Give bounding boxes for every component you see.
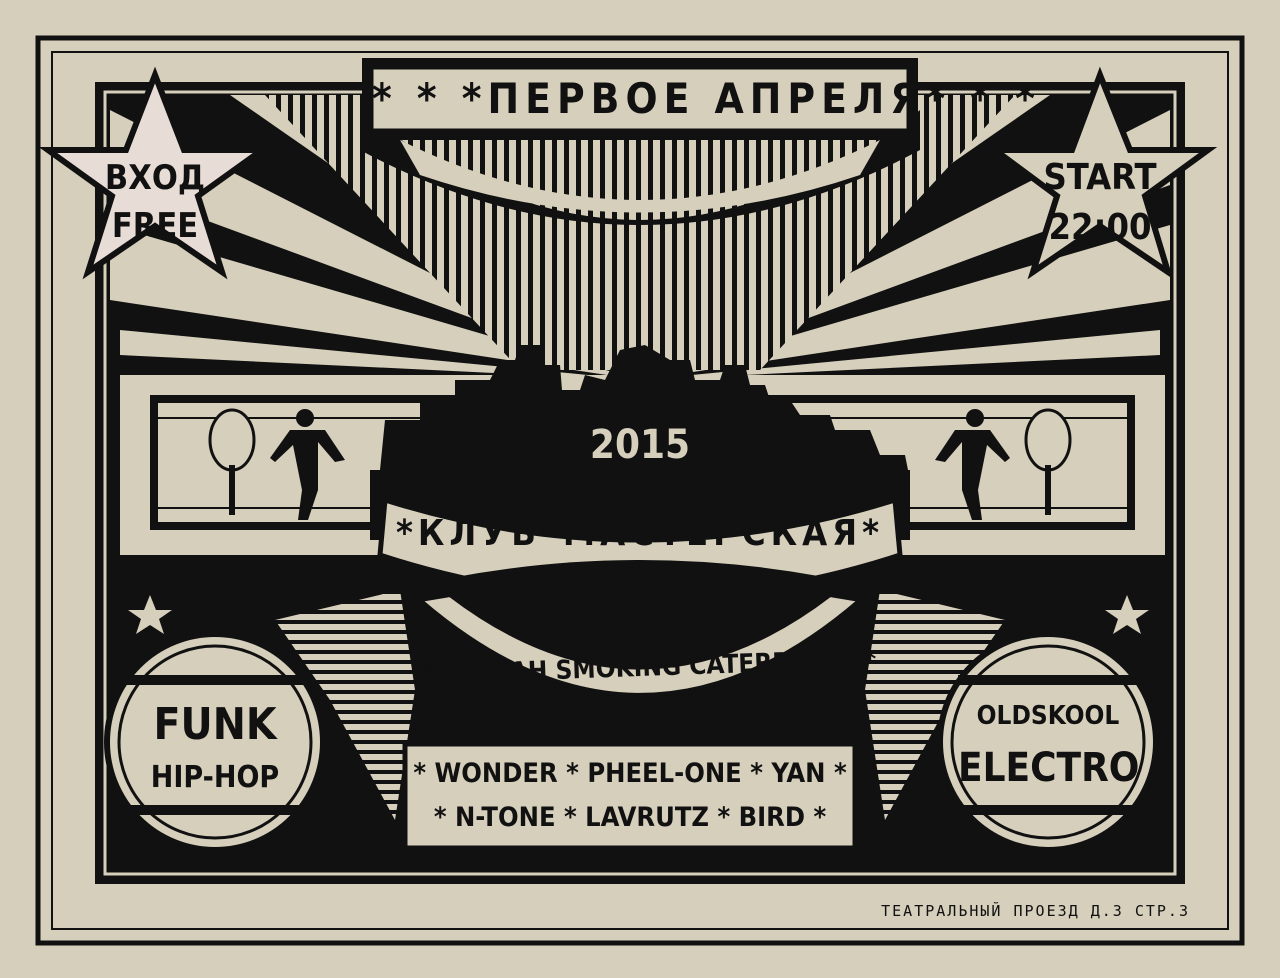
venue-name: *КЛУБ*МАСТЕРСКАЯ* [395,513,885,554]
lineup-line1: * WONDER * PHEEL-ONE * YAN * [413,758,847,789]
star-left-line2: FREE [111,206,199,246]
circle-left-line2: HIP-HOP [150,760,280,795]
lineup-box [402,741,858,851]
lower-dome [395,560,885,725]
star-right-line1: START [1043,157,1157,198]
star-left-line1: ВХОД [104,158,206,198]
circle-right-line1: OLDSKOOL [976,701,1120,731]
small-star-left [128,595,172,634]
right-lower-fan [865,590,1005,820]
right-star-shape [985,66,1218,280]
event-year: 2015 [589,422,691,468]
inner-frame [51,51,1229,930]
left-circle-shape [104,631,326,853]
left-star-shape [38,66,272,280]
event-arc [415,592,865,697]
small-star-right [1105,595,1149,634]
star-right-line2: 22:00 [1048,207,1152,248]
city-skyline [380,345,910,480]
lineup-line2: * N-TONE * LAVRUTZ * BIRD * [433,802,827,833]
outer-frame [35,35,1245,946]
date-title: * * *ПЕРВОЕ АПРЕЛЯ* * * [372,74,1041,123]
circle-right-line2: ELECTRO [958,745,1140,791]
dancer-figures [208,408,1072,520]
left-lower-fan [275,590,415,820]
venue-address: ТЕАТРАЛЬНЫЙ ПРОЕЗД Д.3 СТР.3 [881,902,1190,920]
right-circle-shape [937,631,1159,853]
circle-left-line1: FUNK [153,699,277,750]
